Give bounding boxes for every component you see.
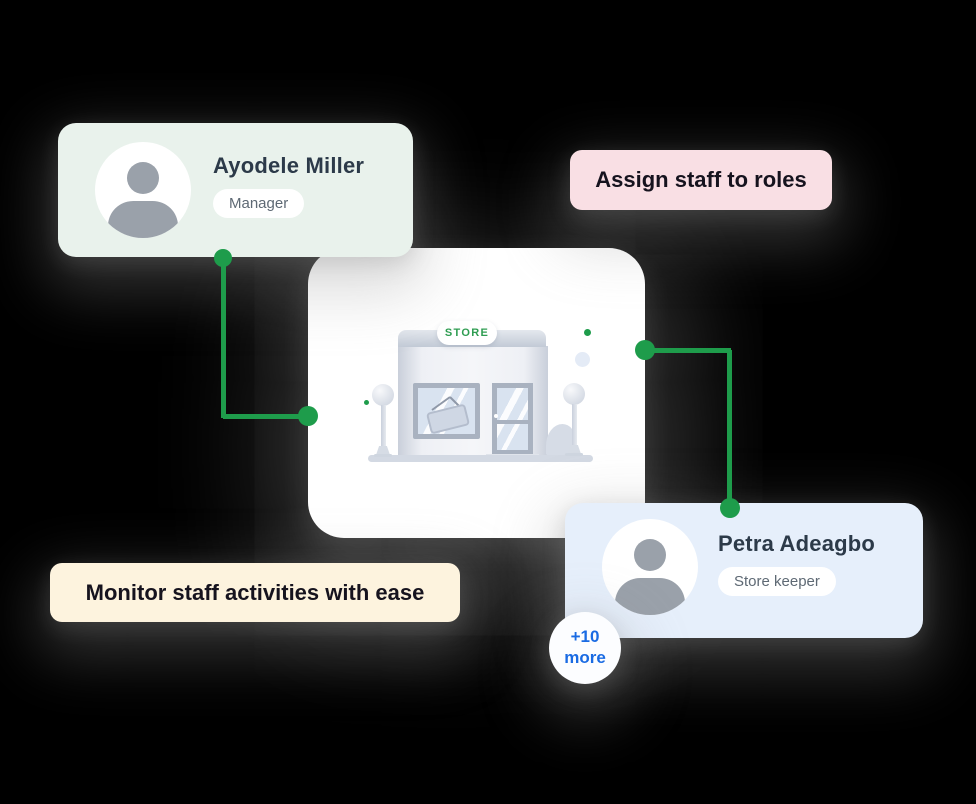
role-badge: Store keeper: [718, 567, 836, 596]
ground-line: [368, 455, 593, 462]
deco-blue-circle: [575, 352, 590, 367]
street-lamp-left: [372, 384, 394, 457]
connector-line: [645, 348, 731, 353]
connector-dot: [720, 498, 740, 518]
staff-card-keeper: Petra Adeagbo Store keeper: [565, 503, 923, 638]
person-icon: [634, 539, 666, 571]
hanging-sign: [426, 396, 470, 434]
store-door: [492, 383, 533, 455]
staff-name: Petra Adeagbo: [718, 531, 876, 556]
avatar: [602, 519, 698, 615]
avatar: [95, 142, 191, 238]
person-icon: [127, 162, 159, 194]
person-icon-shoulders: [615, 578, 685, 615]
assign-roles-callout: Assign staff to roles: [570, 150, 832, 210]
person-icon-shoulders: [108, 201, 178, 238]
deco-green-dot-left: [364, 400, 369, 405]
staff-card-manager: Ayodele Miller Manager: [58, 123, 413, 257]
street-lamp-right: [563, 383, 585, 456]
connector-line: [223, 414, 311, 419]
more-staff-bubble: +10 more: [549, 612, 621, 684]
staff-name: Ayodele Miller: [213, 153, 365, 178]
door-handle: [494, 414, 498, 418]
deco-green-dot-right: [584, 329, 591, 336]
more-staff-count: +10: [570, 627, 600, 647]
role-badge: Manager: [213, 189, 305, 218]
connector-line: [221, 257, 226, 418]
connector-dot: [298, 406, 318, 426]
connector-line: [727, 350, 732, 508]
store-card: STORE: [308, 248, 645, 538]
store-sign: STORE: [437, 321, 497, 345]
staff-info: Petra Adeagbo Store keeper: [718, 531, 875, 596]
staff-info: Ayodele Miller Manager: [213, 153, 364, 218]
store-awning: [373, 345, 566, 372]
door-divider: [497, 420, 528, 424]
more-staff-label: more: [564, 648, 606, 667]
monitor-activities-callout: Monitor staff activities with ease: [50, 563, 460, 622]
